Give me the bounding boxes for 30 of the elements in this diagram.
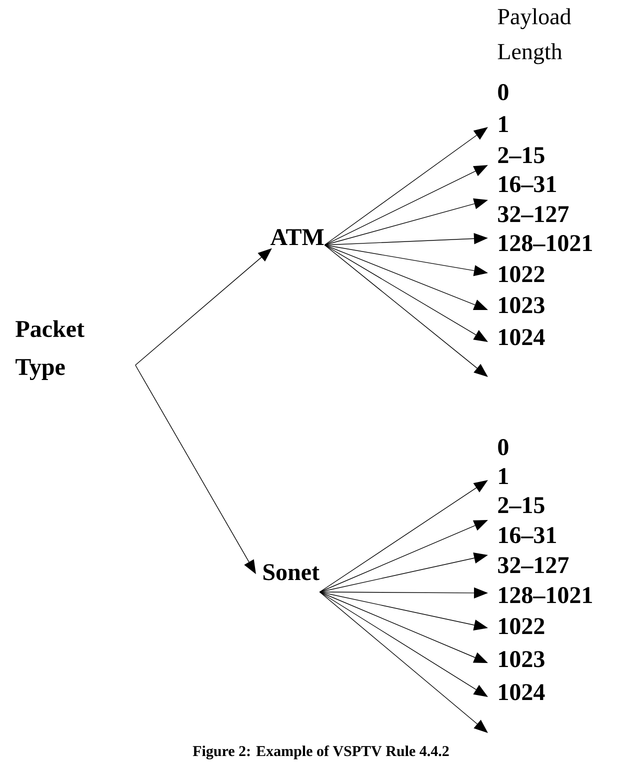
arrow (324, 244, 488, 377)
value-label: 1023 (499, 651, 544, 668)
arrow (324, 127, 488, 246)
value-label: 0 (498, 439, 508, 456)
value-label: 2–15 (498, 497, 544, 514)
arrow (319, 592, 488, 697)
value-label: 1024 (499, 684, 545, 700)
value-label: 16–31 (499, 527, 556, 544)
value-label: 1 (499, 116, 508, 132)
value-label: 32–127 (498, 557, 569, 574)
figure-caption: Figure 2: Example of VSPTV Rule 4.4.2 (192, 745, 449, 760)
value-label: 1024 (499, 329, 545, 346)
value-label: 128–1021 (499, 235, 592, 252)
value-label: 0 (498, 84, 508, 100)
category-label: ATM (270, 229, 324, 245)
arrow (135, 248, 272, 366)
arrow (324, 244, 488, 342)
value-label: 2–15 (498, 147, 544, 164)
category-label: Sonet (263, 564, 320, 580)
value-label: 16–31 (499, 176, 556, 192)
value-label: 32–127 (498, 206, 569, 222)
value-label: 1022 (499, 618, 544, 634)
value-label: 1 (499, 468, 508, 484)
value-label: 128–1021 (499, 587, 592, 604)
value-label: 1022 (499, 266, 544, 282)
column-heading: Payload Length (498, 8, 572, 64)
category-label: Packet Type (16, 320, 84, 380)
value-label: 1023 (499, 297, 544, 314)
arrow (319, 480, 488, 592)
arrow (319, 592, 488, 733)
